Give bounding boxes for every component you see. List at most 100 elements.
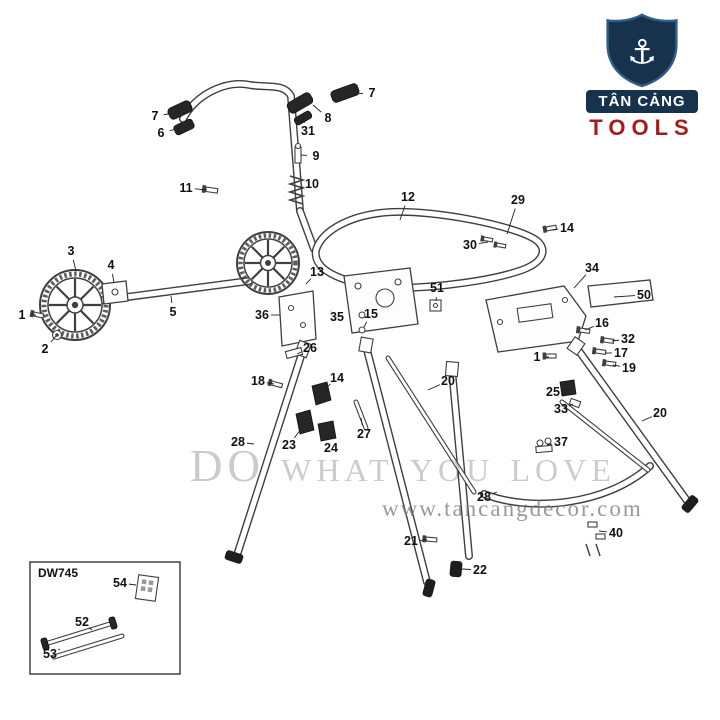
part-label-8: 8 [325, 111, 332, 125]
part-label-31: 31 [301, 124, 315, 138]
bracket-37 [535, 437, 553, 454]
part-label-20: 20 [653, 406, 667, 420]
brand-name: TÂN CẢNG [586, 90, 698, 113]
leader-line [88, 627, 93, 631]
leader-line [612, 364, 621, 367]
part-label-52: 52 [75, 615, 89, 629]
leader-line [569, 403, 574, 406]
part-label-26: 26 [303, 341, 317, 355]
part-label-5: 5 [170, 305, 177, 319]
leader-line [427, 384, 440, 391]
part-label-1: 1 [19, 308, 26, 322]
part-label-1: 1 [534, 350, 541, 364]
part-label-53: 53 [43, 647, 57, 661]
leader-line [478, 241, 489, 244]
brand-logo: ⚓ TÂN CẢNG TOOLS [586, 12, 698, 141]
inset-crossbar [40, 616, 122, 657]
leader-line [546, 443, 553, 446]
part-label-36: 36 [255, 308, 269, 322]
leader-line [170, 295, 173, 304]
leader-line [72, 259, 77, 272]
part-label-7: 7 [369, 86, 376, 100]
leader-line [492, 491, 498, 495]
leg-tubes [238, 346, 688, 582]
part-label-10: 10 [305, 177, 319, 191]
leader-line [169, 127, 181, 132]
leader-line [561, 388, 567, 391]
part-label-21: 21 [404, 534, 418, 548]
part-label-19: 19 [622, 361, 636, 375]
part-label-20: 20 [441, 374, 455, 388]
leader-line [611, 339, 620, 342]
part-label-16: 16 [595, 316, 609, 330]
wheel-center [236, 231, 300, 295]
part-label-22: 22 [473, 563, 487, 577]
leader-line [294, 428, 302, 439]
leader-line [573, 274, 587, 289]
leader-line [300, 113, 305, 123]
leader-line [299, 186, 304, 189]
part-label-4: 4 [108, 258, 115, 272]
part-label-23: 23 [282, 438, 296, 452]
wheel-left-spokes [49, 279, 101, 331]
leader-line [613, 295, 636, 298]
inset-sticker [134, 574, 160, 602]
leader-line [506, 208, 516, 235]
part-label-12: 12 [401, 190, 415, 204]
wheel-center-spokes [245, 240, 291, 286]
part-label-6: 6 [158, 126, 165, 140]
leader-line [305, 278, 312, 285]
part-label-7: 7 [152, 109, 159, 123]
inset-box-group: DW745 [29, 561, 181, 675]
part-label-3: 3 [68, 244, 75, 258]
leader-line [112, 273, 115, 284]
leader-line [352, 93, 364, 95]
part-label-35: 35 [330, 310, 344, 324]
part-label-14: 14 [560, 221, 574, 235]
leader-line [399, 205, 406, 221]
leader-line [266, 382, 275, 385]
leader-line [324, 383, 331, 390]
part-label-18: 18 [251, 374, 265, 388]
leader-line [584, 326, 594, 331]
part-label-15: 15 [364, 307, 378, 321]
anchor-shield-icon: ⚓ [606, 13, 678, 88]
wheel-left [39, 269, 111, 341]
leader-line [163, 111, 182, 116]
leader-line [363, 321, 368, 328]
leader-line [50, 335, 57, 343]
part-label-40: 40 [609, 526, 623, 540]
part-label-37: 37 [554, 435, 568, 449]
leader-line [128, 583, 137, 586]
part-label-17: 17 [614, 346, 628, 360]
leader-line [312, 104, 322, 113]
leader-line [598, 530, 608, 533]
part-label-33: 33 [554, 402, 568, 416]
part-label-29: 29 [511, 193, 525, 207]
part-label-54: 54 [113, 576, 127, 590]
leader-line [551, 228, 559, 231]
part-label-24: 24 [324, 441, 338, 455]
part-label-30: 30 [463, 238, 477, 252]
anchor-glyph: ⚓ [627, 33, 657, 72]
part-label-27: 27 [357, 427, 371, 441]
part-label-50: 50 [637, 288, 651, 302]
brand-sub: TOOLS [589, 115, 695, 140]
leader-line [194, 188, 208, 191]
part-label-28: 28 [231, 435, 245, 449]
handle-grips [167, 83, 360, 136]
foot-caps [224, 495, 699, 598]
brackets-plates [51, 267, 654, 557]
part-label-32: 32 [621, 332, 635, 346]
leader-line [461, 568, 472, 570]
part-label-14: 14 [330, 371, 344, 385]
leader-line [360, 417, 363, 426]
inset-model-label: DW745 [38, 566, 78, 580]
part-label-34: 34 [585, 261, 599, 275]
leader-line [296, 351, 303, 355]
part-label-13: 13 [310, 265, 324, 279]
parts-40 [585, 521, 606, 557]
part-label-9: 9 [313, 149, 320, 163]
